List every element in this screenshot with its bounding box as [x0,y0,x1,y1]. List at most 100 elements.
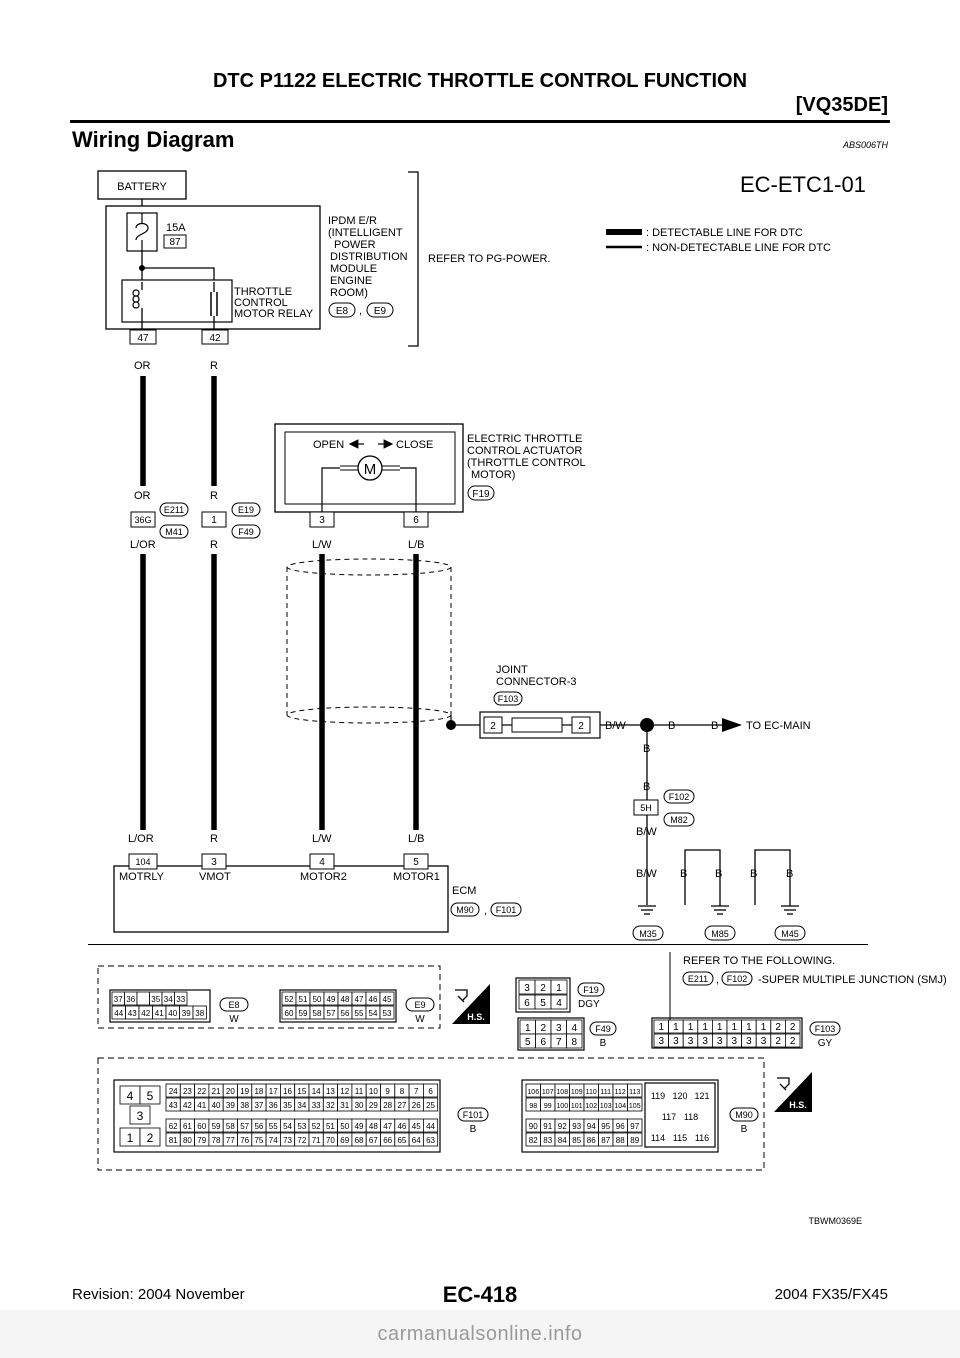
wire-color-or-2: OR [134,490,151,502]
conn-f101-pin: 4 [127,1089,134,1103]
ipdm-label-7: ROOM) [330,287,368,299]
conn-m90-pin: 83 [543,1136,552,1145]
conn-f101-pin: 17 [269,1087,278,1096]
conn-f49-pin: 5 [525,1037,531,1048]
wire-color-bw-3: B/W [636,868,657,880]
conn-f101-pin: 6 [428,1087,433,1096]
conn-f19-pin: 4 [556,998,562,1009]
conn-m90-pin: 100 [556,1103,568,1110]
conn-m90-pin: 110 [586,1089,597,1096]
conn-f101-pin: 80 [183,1136,192,1145]
conn-e9-pin: 59 [299,1009,308,1018]
joint-pin-in: 2 [490,721,496,732]
conn-m90-pin: 114 [651,1133,665,1143]
wire-color-bw-joint: B/W [605,720,626,732]
conn-f101-pin: 47 [383,1122,392,1131]
wire-color-b-1: B [643,743,650,755]
conn-f103-pin: 2 [775,1022,781,1033]
wire-color-lor-1: L/OR [130,539,156,551]
conn-e9-id: E9 [414,1000,425,1010]
conn-e9-pin: 49 [327,995,336,1004]
conn-f101-pin: 21 [212,1087,221,1096]
conn-f103-pin: 1 [761,1022,767,1033]
section-title: Wiring Diagram [72,127,235,152]
wire-color-lw-2: L/W [312,833,332,845]
conn-f101-pin: 29 [369,1101,378,1110]
conn-m90-pin: 119 [651,1091,665,1101]
conn-e9-pin: 57 [327,1009,336,1018]
legend-detectable: : DETECTABLE LINE FOR DTC [646,227,803,239]
wire-color-b-3: B [680,868,687,880]
conn-f101-pin: 75 [254,1136,263,1145]
conn-f101-pin: 61 [183,1122,192,1131]
svg-text:,: , [716,974,719,986]
ipdm-label-2: (INTELLIGENT [328,227,403,239]
watermark[interactable]: carmanualsonline.info [0,1310,960,1358]
conn-m90-pin: 85 [572,1136,581,1145]
conn-f49-color: B [600,1038,607,1049]
section-id: ABS006TH [842,140,888,150]
ipdm-label-4: DISTRIBUTION [330,251,408,263]
conn-e9-pin: 46 [369,995,378,1004]
conn-f49-pin: 3 [556,1023,562,1034]
conn-e9-pin: 47 [355,995,364,1004]
conn-f101-pin: 2 [147,1131,154,1145]
conn-f101-pin: 20 [226,1087,235,1096]
shield-bottom [286,706,452,724]
conn-m90-pin: 86 [587,1136,596,1145]
ecm-label: ECM [452,885,476,897]
conn-f101-pin: 73 [283,1136,292,1145]
conn-m90-pin: 97 [630,1122,639,1131]
conn-e8-pin: 43 [128,1009,137,1018]
conn-f101-pin: 51 [326,1122,335,1131]
conn-f19-color: DGY [578,999,600,1010]
conn-f101-pin: 55 [269,1122,278,1131]
conn-f101-pin: 46 [397,1122,406,1131]
header-rule [70,120,890,123]
conn-f101-pin: 66 [383,1136,392,1145]
conn-f101-pin: 30 [355,1101,364,1110]
conn-m90-pin: 89 [630,1136,639,1145]
page-number: EC-418 [442,1282,518,1307]
conn-f103-pin: 3 [673,1036,679,1047]
motor-symbol [357,455,383,481]
conn-f101-pin: 56 [254,1122,263,1131]
conn-f103-pin: 1 [673,1022,679,1033]
conn-f101-pin: 35 [283,1101,292,1110]
conn-f101-pin: 53 [297,1122,306,1131]
conn-e9-pin: 55 [355,1009,364,1018]
conn-m90-pin: 120 [672,1091,687,1101]
conn-e8-pin: 39 [182,1009,191,1018]
connector-views-ecm-frame [97,1057,765,1171]
conn-f101-pin: 39 [226,1101,235,1110]
motor-letter: M [364,461,377,478]
conn-f101-pin: 43 [169,1101,178,1110]
conn-f103-pin: 3 [717,1036,723,1047]
conn-m90-pin: 115 [673,1133,687,1143]
ecm-box [113,865,449,933]
divider-rule [88,944,868,945]
conn-f49-pin: 1 [525,1023,531,1034]
conn-f101-pin: 44 [426,1122,435,1131]
conn-f101-pin: 72 [297,1136,306,1145]
conn-e8-pin: 37 [114,995,123,1004]
conn-f101-pin: 24 [169,1087,178,1096]
page-header-title: DTC P1122 ELECTRIC THROTTLE CONTROL FUNC… [212,70,748,92]
conn-m90-pin: 99 [544,1103,552,1110]
conn-f101-pin: 12 [340,1087,349,1096]
wire-color-lb-1: L/B [408,539,425,551]
conn-f101-pin: 13 [326,1087,335,1096]
conn-f101-pin: 59 [212,1122,221,1131]
conn-m90-pin: 118 [684,1112,698,1122]
conn-m90-pin: 93 [572,1122,581,1131]
conn-m90-pin: 116 [695,1133,709,1143]
conn-f101-pin: 25 [426,1101,435,1110]
ecm-pin-4: 4 [319,857,325,868]
fuse-rating: 15A [166,222,186,234]
conn-e9-pin: 56 [341,1009,350,1018]
ecm-pin-name-motrly: MOTRLY [119,871,165,883]
conn-f101-pin: 19 [240,1087,249,1096]
conn-f103-pin: 2 [775,1036,781,1047]
